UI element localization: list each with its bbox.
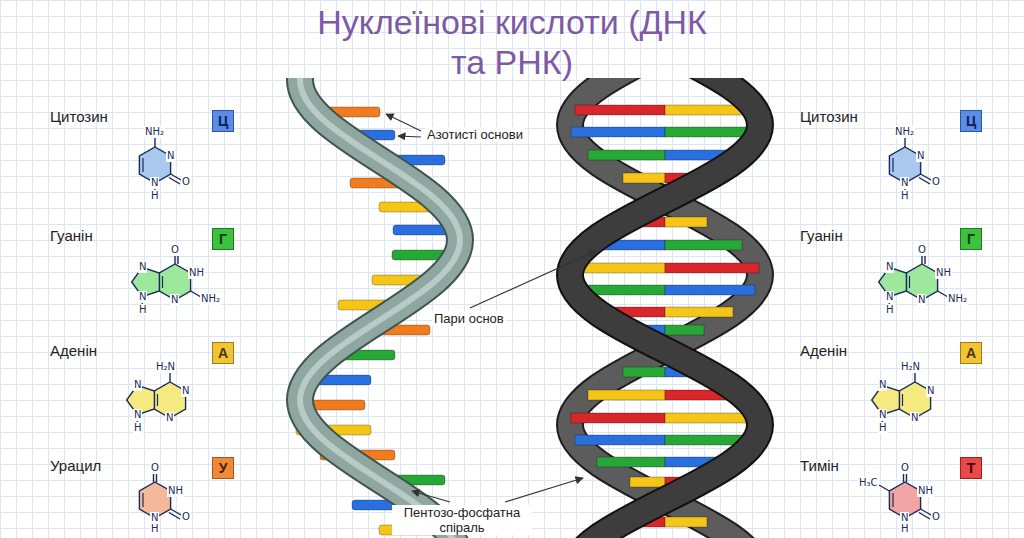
atom-label: N bbox=[926, 385, 935, 397]
rna-ribbon bbox=[300, 78, 460, 538]
atom-label: NH bbox=[917, 485, 934, 497]
base-letter-box: Ц bbox=[960, 110, 982, 132]
base-name: Цитозин bbox=[800, 108, 858, 126]
atom-label: H bbox=[133, 422, 143, 434]
dna-strand bbox=[570, 78, 760, 538]
atom-label: O bbox=[917, 244, 927, 256]
base-letter-box: А bbox=[212, 342, 234, 364]
atom-label: O bbox=[931, 511, 941, 523]
atom-label: O bbox=[170, 244, 180, 256]
base-letter: Г bbox=[967, 231, 975, 247]
atom-label: N bbox=[166, 150, 175, 162]
thymine-structure bbox=[879, 473, 932, 526]
atom-label: NH₂ bbox=[200, 293, 221, 305]
atom-label: N bbox=[181, 385, 190, 397]
base-name: Аденін bbox=[50, 342, 97, 360]
atom-label: NH bbox=[935, 267, 952, 279]
atom-label: H bbox=[150, 190, 160, 202]
atom-label: NH₂ bbox=[144, 126, 165, 138]
base-letter: Ц bbox=[966, 113, 976, 129]
base-letter: А bbox=[218, 345, 228, 361]
atom-label: NH bbox=[188, 267, 205, 279]
atom-label: H₃C bbox=[858, 477, 879, 489]
base-letter-box: Г bbox=[212, 228, 234, 250]
atom-label: O bbox=[181, 511, 191, 523]
atom-label: NH₂ bbox=[947, 293, 968, 305]
atom-label: N bbox=[138, 291, 147, 303]
atom-label: N bbox=[170, 294, 179, 306]
base-letter-box: У bbox=[212, 457, 234, 479]
atom-label: N bbox=[878, 409, 887, 421]
base-name: Гуанін bbox=[800, 227, 843, 245]
atom-label: N bbox=[138, 261, 147, 273]
atom-label: N bbox=[900, 177, 909, 189]
base-name: Цитозин bbox=[50, 108, 108, 126]
cytosine-structure bbox=[139, 137, 182, 192]
atom-label: N bbox=[165, 412, 174, 424]
atom-label: N bbox=[910, 412, 919, 424]
base-letter: У bbox=[219, 460, 228, 476]
atom-label: N bbox=[885, 261, 894, 273]
adenine-structure bbox=[127, 373, 186, 423]
atom-label: H₂N bbox=[155, 361, 176, 373]
callout-label: Пари основ bbox=[432, 311, 506, 326]
base-letter-box: А bbox=[960, 342, 982, 364]
uracil-structure bbox=[139, 473, 182, 526]
base-letter-box: Г bbox=[960, 228, 982, 250]
atom-label: H bbox=[878, 422, 888, 434]
atom-label: H bbox=[138, 304, 148, 316]
guanine-structure bbox=[132, 255, 201, 305]
callout-label: Пентозо-фосфатна спіраль bbox=[392, 505, 532, 535]
atom-label: H bbox=[900, 190, 910, 202]
atom-label: O bbox=[900, 462, 910, 474]
atom-label: N bbox=[878, 379, 887, 391]
atom-label: H bbox=[150, 523, 160, 535]
atom-label: NH₂ bbox=[894, 126, 915, 138]
atom-label: O bbox=[181, 176, 191, 188]
base-name: Гуанін bbox=[50, 227, 93, 245]
dna-strand bbox=[570, 78, 760, 538]
base-letter: Ц bbox=[218, 113, 228, 129]
atom-label: N bbox=[917, 294, 926, 306]
atom-label: O bbox=[150, 462, 160, 474]
base-name: Урацил bbox=[50, 457, 101, 475]
atom-label: H bbox=[900, 523, 910, 535]
base-letter-box: Ц bbox=[212, 110, 234, 132]
atom-label: NH bbox=[167, 485, 184, 497]
atom-label: N bbox=[150, 177, 159, 189]
base-letter: Т bbox=[967, 460, 976, 476]
atom-label: N bbox=[885, 291, 894, 303]
diagram-title: Нуклеїнові кислоти (ДНК та РНК) bbox=[302, 2, 722, 82]
atom-label: H bbox=[885, 304, 895, 316]
cytosine-structure bbox=[889, 137, 932, 192]
adenine-structure bbox=[872, 373, 931, 423]
atom-label: N bbox=[916, 150, 925, 162]
base-letter-box: Т bbox=[960, 457, 982, 479]
callout-label: Азотисті основи bbox=[425, 127, 525, 142]
leader-arrows bbox=[386, 114, 596, 502]
atom-label: N bbox=[133, 379, 142, 391]
guanine-structure bbox=[879, 255, 948, 305]
atom-label: H₂N bbox=[900, 361, 921, 373]
atom-label: N bbox=[133, 409, 142, 421]
base-letter: Г bbox=[219, 231, 227, 247]
atom-label: O bbox=[931, 176, 941, 188]
base-letter: А bbox=[966, 345, 976, 361]
base-name: Тимін bbox=[800, 457, 839, 475]
base-name: Аденін bbox=[800, 342, 847, 360]
